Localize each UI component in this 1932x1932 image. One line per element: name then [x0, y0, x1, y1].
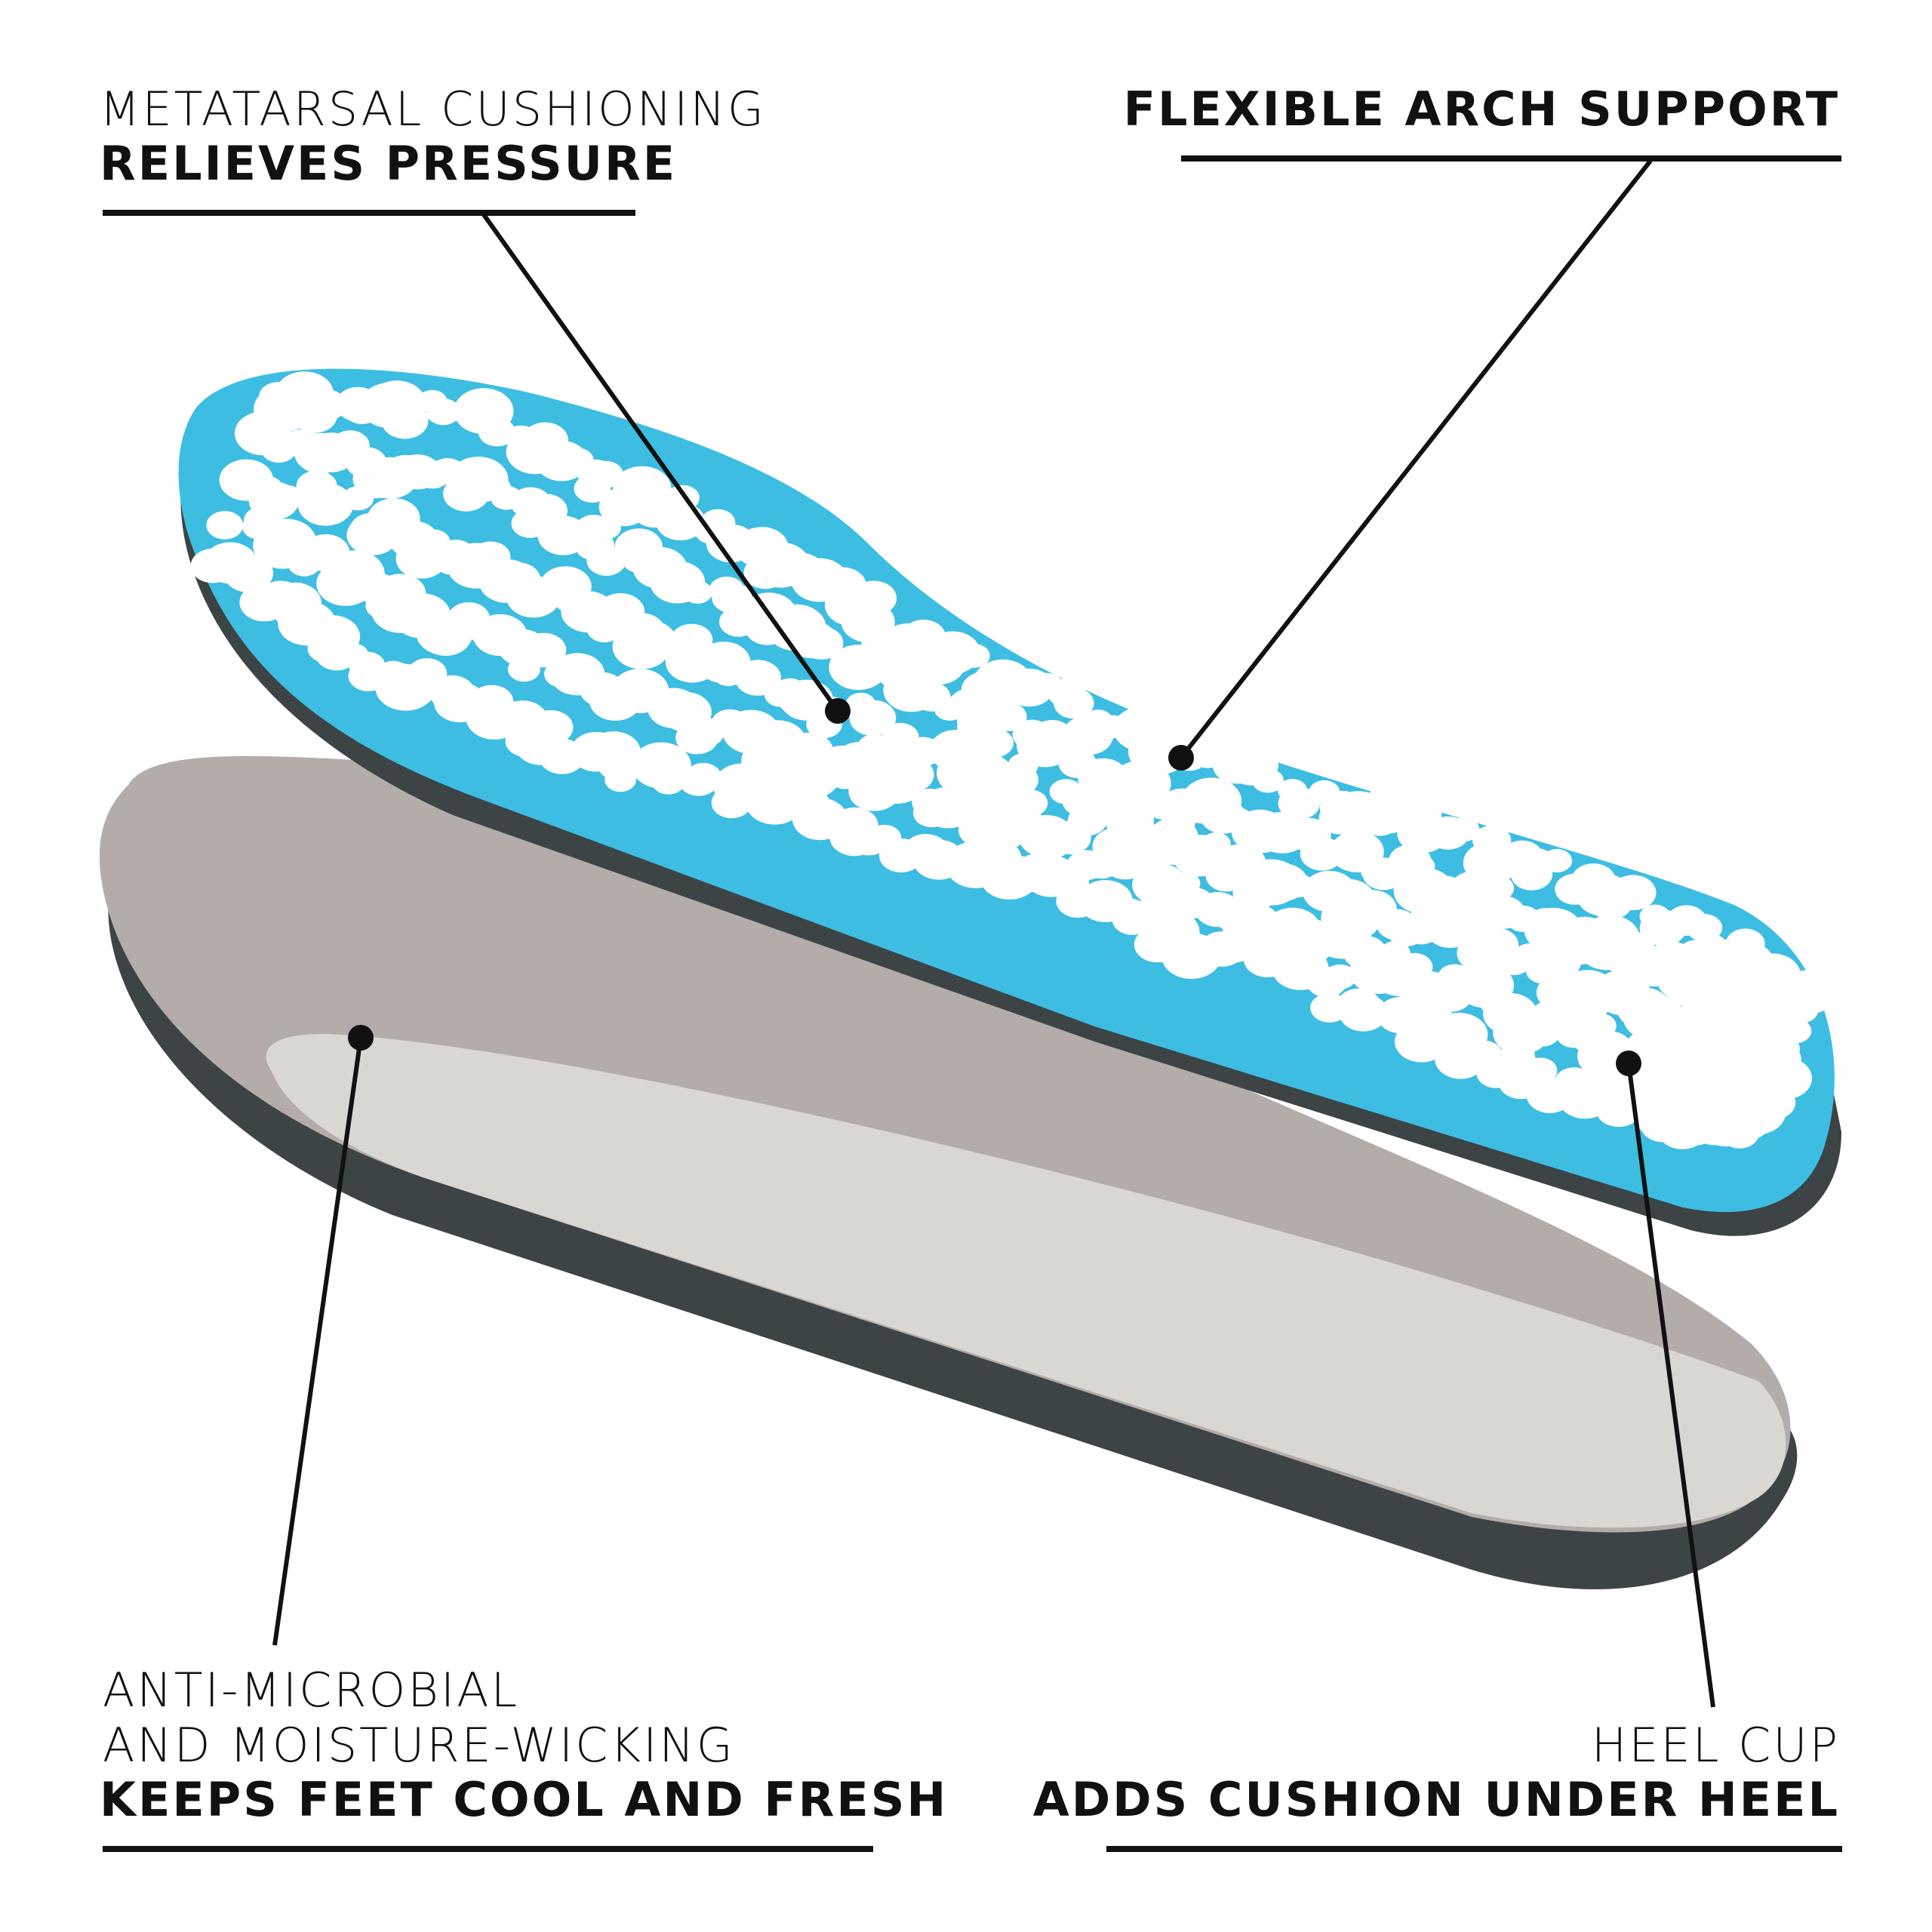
- ventilation-holes: [190, 371, 1838, 1149]
- bottom-insole: [99, 755, 1798, 1589]
- ventilation-hole: [1112, 903, 1152, 935]
- leader-arch: [1179, 159, 1653, 759]
- ventilation-hole: [1786, 998, 1818, 1023]
- ventilation-hole: [989, 702, 1027, 731]
- ventilation-hole: [685, 762, 721, 791]
- ventilation-hole: [223, 554, 273, 592]
- antimicrobial-subtitle: AND MOISTURE-WICKING: [103, 1718, 735, 1773]
- ventilation-hole: [206, 511, 244, 540]
- ventilation-hole: [1054, 688, 1094, 719]
- ventilation-hole: [976, 728, 1014, 758]
- gel-insole: [178, 368, 1841, 1236]
- ventilation-hole: [958, 644, 990, 668]
- ventilation-hole: [605, 768, 636, 792]
- ventilation-hole: [800, 626, 844, 660]
- ventilation-hole: [937, 732, 969, 757]
- ventilation-hole: [1610, 875, 1657, 911]
- metatarsal-title: METATARSAL CUSHIONING: [100, 82, 766, 137]
- ventilation-hole: [682, 580, 712, 604]
- ventilation-hole: [558, 657, 592, 685]
- metatarsal-subtitle: RELIEVES PRESSURE: [100, 136, 678, 191]
- ventilation-hole: [1541, 849, 1573, 872]
- ventilation-hole: [849, 700, 897, 737]
- leader-heel: [1626, 1063, 1715, 1708]
- ventilation-hole: [1448, 817, 1480, 842]
- antimicrobial-benefit: KEEPS FEET COOL AND FRESH: [100, 1772, 949, 1827]
- ventilation-hole: [888, 757, 934, 792]
- ventilation-hole: [1252, 768, 1284, 793]
- ventilation-hole: [521, 632, 567, 668]
- ventilation-hole: [528, 710, 574, 745]
- ventilation-hole: [307, 499, 337, 522]
- ventilation-hole: [851, 580, 897, 616]
- heel-subtitle: ADDS CUSHION UNDER HEEL: [1032, 1772, 1840, 1827]
- ventilation-hole: [1523, 1057, 1558, 1084]
- heel-title: HEEL CUP: [1591, 1718, 1840, 1773]
- dot-metatarsal: [825, 698, 851, 724]
- antimicrobial-rule: [103, 1846, 873, 1852]
- antimicrobial-title: ANTI-MICROBIAL: [103, 1663, 520, 1718]
- ventilation-hole: [1479, 875, 1515, 902]
- dot-heel: [1616, 1051, 1641, 1076]
- metatarsal-rule: [103, 210, 635, 216]
- arch-title: FLEXIBLE ARCH SUPPORT: [1123, 82, 1840, 137]
- heel-rule: [1106, 1846, 1842, 1852]
- ventilation-hole: [426, 398, 461, 426]
- ventilation-hole: [1324, 964, 1357, 989]
- ventilation-hole: [712, 582, 752, 614]
- ventilation-hole: [626, 620, 676, 659]
- dot-antimicrobial: [348, 1025, 374, 1051]
- ventilation-hole: [278, 528, 309, 552]
- dot-arch: [1168, 745, 1194, 771]
- bottom-insole-fabric: [266, 1034, 1786, 1528]
- leader-dots: [348, 698, 1641, 1076]
- ventilation-hole: [269, 485, 303, 511]
- arch-rule: [1181, 155, 1841, 162]
- leader-metatarsal: [481, 212, 840, 712]
- leader-antimicrobial: [272, 1037, 363, 1646]
- leader-lines: [272, 159, 1715, 1708]
- ventilation-hole: [306, 389, 347, 421]
- ventilation-hole: [588, 460, 623, 488]
- ventilation-hole: [381, 402, 429, 439]
- ventilation-hole: [1718, 1099, 1772, 1141]
- ventilation-hole: [655, 502, 706, 541]
- ventilation-hole: [1361, 857, 1396, 884]
- ventilation-hole: [829, 645, 888, 691]
- ventilation-hole: [1339, 993, 1388, 1032]
- ventilation-hole: [1510, 858, 1553, 891]
- ventilation-hole: [1761, 1034, 1800, 1064]
